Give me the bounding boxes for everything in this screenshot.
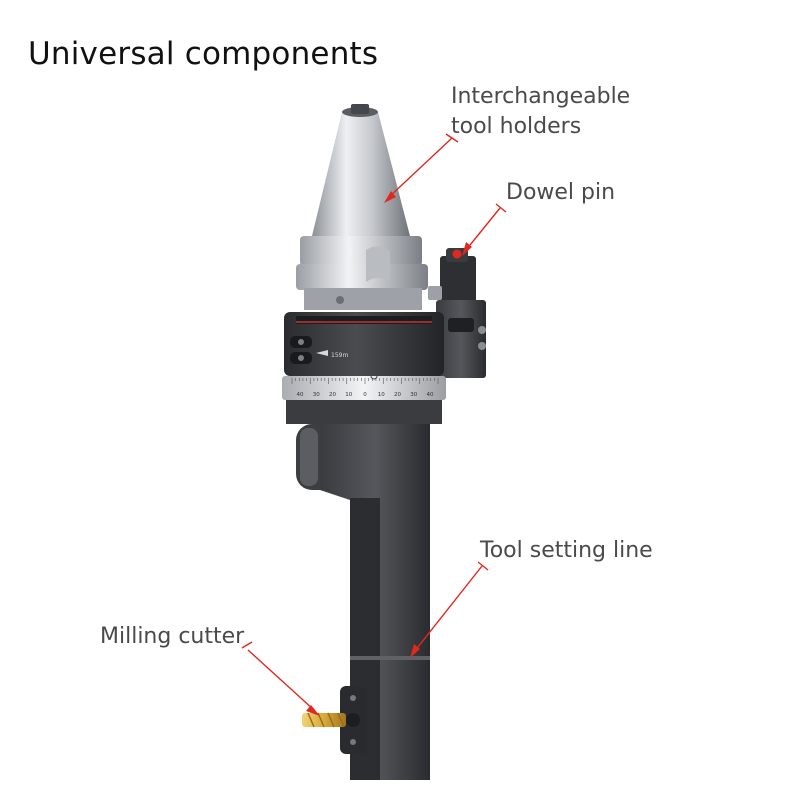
label-line-2: tool holders: [451, 114, 582, 139]
dial-ticks: [291, 378, 439, 384]
taper-cone: [312, 104, 410, 236]
milling-cutter: [302, 712, 346, 728]
label-interchangeable-tool-holders: Interchangeable tool holders: [451, 82, 630, 142]
dial-number: 10: [345, 392, 352, 398]
arrow-milling-cutter: [241, 641, 320, 716]
main-housing: 159m: [284, 312, 444, 376]
arrow-tool-setting-line: [410, 561, 489, 658]
dial-number: 30: [313, 392, 320, 398]
dial-badge-text: 159m: [331, 352, 348, 359]
dial-number: 10: [378, 392, 385, 398]
dial-number: 30: [410, 392, 417, 398]
arrow-tool-holders: [384, 133, 459, 203]
cutter-mount: [340, 686, 366, 754]
page-title: Universal components: [28, 36, 379, 72]
label-tool-setting-line: Tool setting line: [480, 538, 653, 563]
dial-numbers: 40 30 20 10 0 10 20 30 40: [297, 392, 434, 398]
dial-number: 40: [427, 392, 434, 398]
flange: [296, 236, 428, 310]
arrow-dowel-pin: [462, 203, 507, 256]
dowel-pin-assembly: [428, 248, 486, 378]
dial-number: 20: [329, 392, 336, 398]
label-line-1: Interchangeable: [451, 84, 631, 109]
label-milling-cutter: Milling cutter: [100, 624, 245, 649]
annotation-arrows: [241, 133, 507, 716]
graduated-dial: 40 30 20 10 0 10 20 30 40: [282, 372, 446, 424]
dial-number: 40: [297, 392, 304, 398]
dial-number: 20: [394, 392, 401, 398]
label-dowel-pin: Dowel pin: [506, 180, 616, 205]
dial-number: 0: [363, 392, 367, 398]
